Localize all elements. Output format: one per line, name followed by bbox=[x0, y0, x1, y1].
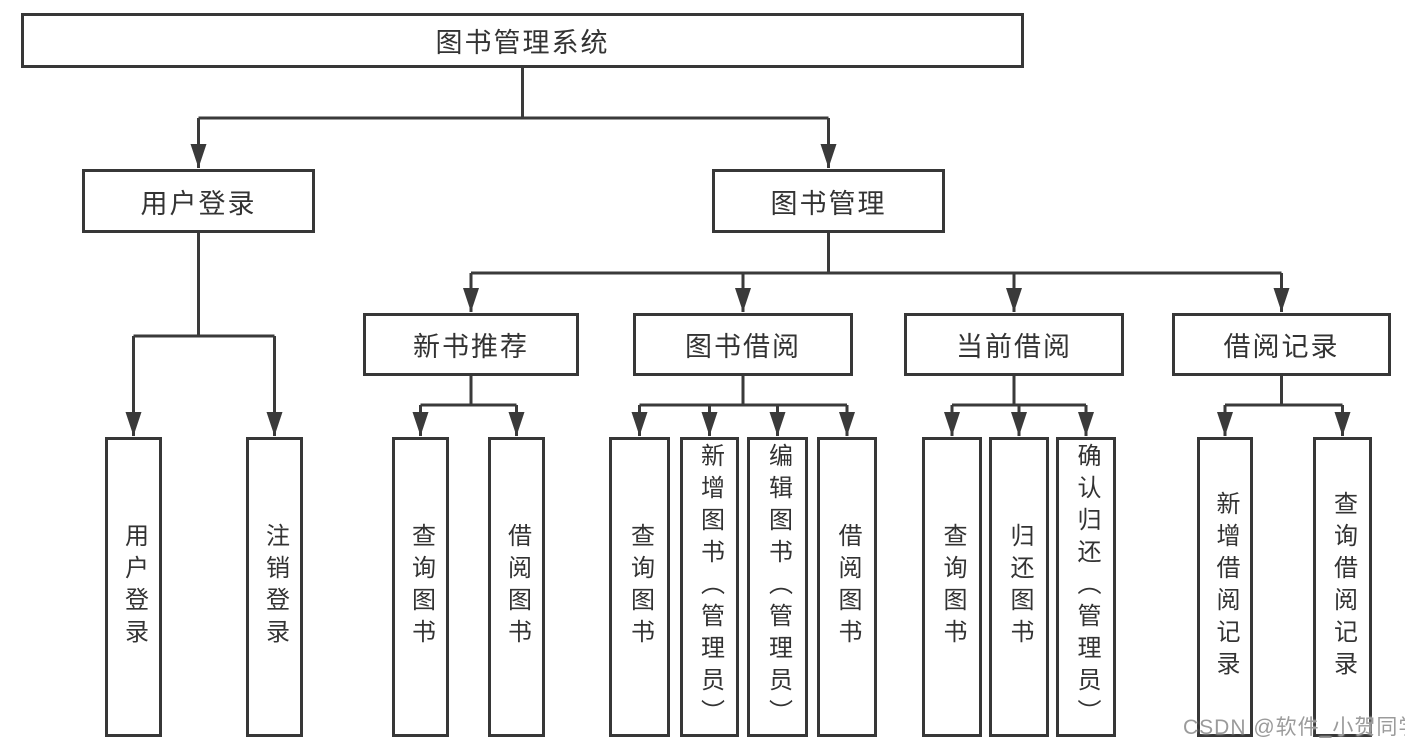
leaf-label: 借阅图书 bbox=[834, 523, 861, 651]
leaf-label: 查询图书 bbox=[939, 523, 966, 651]
node-label: 用户登录 bbox=[140, 188, 257, 219]
leaf-label: 确认归还（管理员） bbox=[1073, 443, 1100, 731]
node-label: 当前借阅 bbox=[956, 332, 1072, 362]
csdn-watermark: CSDN @软件_小贺同学 bbox=[1183, 716, 1405, 739]
node-book-management: 图书管理 bbox=[712, 169, 945, 233]
node-label: 图书借阅 bbox=[685, 332, 801, 362]
leaf-label: 查询借阅记录 bbox=[1329, 491, 1357, 683]
leaf-add-book-admin: 新增图书（管理员） bbox=[680, 437, 739, 737]
leaf-query-book-under-borrowing: 查询图书 bbox=[609, 437, 670, 737]
leaf-label: 借阅图书 bbox=[503, 523, 531, 651]
leaf-add-borrow-record: 新增借阅记录 bbox=[1197, 437, 1253, 737]
leaf-query-book-under-current: 查询图书 bbox=[922, 437, 982, 737]
leaf-label: 新增图书（管理员） bbox=[696, 443, 724, 731]
leaf-user-login: 用户登录 bbox=[105, 437, 162, 737]
leaf-borrow-book-under-borrowing: 借阅图书 bbox=[817, 437, 877, 737]
leaf-borrow-book-under-recommendation: 借阅图书 bbox=[488, 437, 545, 737]
leaf-label: 查询图书 bbox=[626, 523, 654, 651]
leaf-edit-book-admin: 编辑图书（管理员） bbox=[747, 437, 808, 737]
leaf-label: 用户登录 bbox=[120, 523, 148, 651]
leaf-label: 归还图书 bbox=[1006, 523, 1033, 651]
node-user-login: 用户登录 bbox=[82, 169, 315, 233]
leaf-label: 编辑图书（管理员） bbox=[764, 443, 792, 731]
leaf-confirm-return-admin: 确认归还（管理员） bbox=[1056, 437, 1116, 737]
leaf-logout: 注销登录 bbox=[246, 437, 303, 737]
leaf-label: 注销登录 bbox=[261, 523, 289, 651]
leaf-label: 查询图书 bbox=[407, 523, 435, 651]
node-label: 图书管理 bbox=[770, 188, 887, 219]
node-borrowing-records: 借阅记录 bbox=[1172, 313, 1391, 376]
leaf-query-book-under-recommendation: 查询图书 bbox=[392, 437, 449, 737]
node-current-borrowing: 当前借阅 bbox=[904, 313, 1124, 376]
leaf-query-borrow-record: 查询借阅记录 bbox=[1313, 437, 1372, 737]
leaf-return-book: 归还图书 bbox=[989, 437, 1049, 737]
node-label: 借阅记录 bbox=[1223, 332, 1340, 362]
node-label: 新书推荐 bbox=[413, 332, 529, 362]
node-library-management-system: 图书管理系统 bbox=[21, 13, 1024, 68]
leaf-label: 新增借阅记录 bbox=[1212, 491, 1239, 683]
node-book-borrowing: 图书借阅 bbox=[633, 313, 853, 376]
node-label: 图书管理系统 bbox=[435, 28, 610, 58]
node-new-book-recommendation: 新书推荐 bbox=[363, 313, 579, 376]
